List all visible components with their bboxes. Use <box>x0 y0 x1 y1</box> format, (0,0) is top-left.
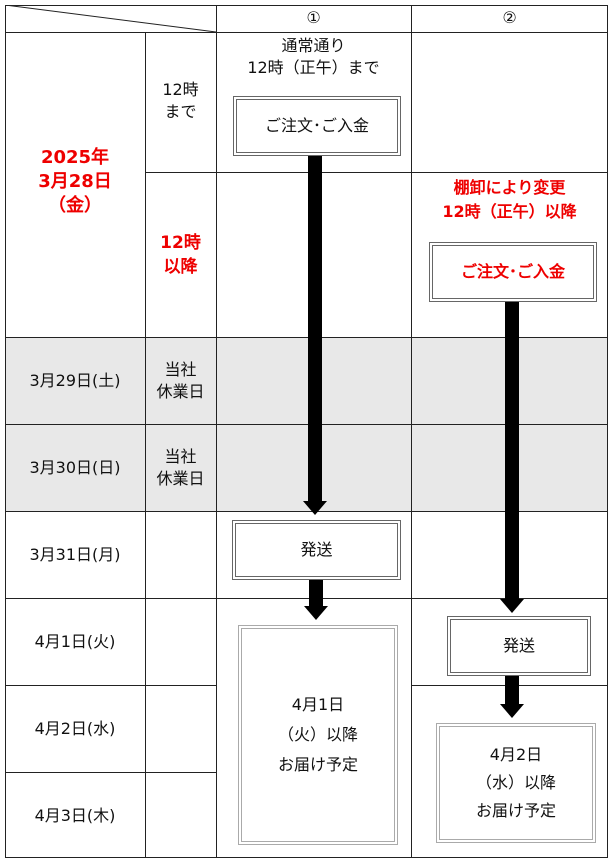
flow1-ship-label: 発送 <box>300 540 333 559</box>
flow2-order-box: ご注文･ご入金 <box>429 242 597 302</box>
flow2-order-label: ご注文･ご入金 <box>460 262 565 281</box>
flow1-caption: 通常通り 12時（正午）まで <box>247 36 380 77</box>
flow2-delivery-text: 4月2日 （水）以降 お届け予定 <box>475 745 556 820</box>
flow1-ship-box: 発送 <box>232 520 401 580</box>
holiday-note-sat: 当社 休業日 <box>156 360 205 401</box>
after-noon-label: 12時 以降 <box>160 233 201 277</box>
date-0329: 3月29日(土) <box>29 371 121 390</box>
flow1-order-box: ご注文･ご入金 <box>233 96 401 156</box>
date-0401: 4月1日(火) <box>34 632 116 651</box>
flow2-ship-label: 発送 <box>502 636 535 655</box>
column-header-2: ② <box>502 8 517 27</box>
date-0402: 4月2日(水) <box>34 719 116 738</box>
holiday-note-sun: 当社 休業日 <box>156 447 205 488</box>
date-0330: 3月30日(日) <box>29 458 121 477</box>
flow1-order-label: ご注文･ご入金 <box>264 116 369 135</box>
before-noon-label: 12時 まで <box>162 80 199 121</box>
diagonal-line <box>5 5 217 33</box>
flow2-delivery-box: 4月2日 （水）以降 お届け予定 <box>436 723 596 843</box>
flow1-delivery-box: 4月1日 （火）以降 お届け予定 <box>238 625 398 845</box>
flow1-arrow-to-ship <box>308 156 322 502</box>
column-header-1: ① <box>306 8 321 27</box>
flow1-delivery-text: 4月1日 （火）以降 お届け予定 <box>277 695 358 774</box>
date-2025-03-28: 2025年 3月28日 （金） <box>38 147 112 216</box>
flow1-arrow-to-delivery <box>309 580 323 607</box>
date-0331: 3月31日(月) <box>29 545 121 564</box>
flow2-arrow-to-delivery <box>505 676 519 705</box>
flow2-arrow-to-ship <box>505 302 519 600</box>
date-0403: 4月3日(木) <box>34 806 116 825</box>
flow2-ship-box: 発送 <box>447 616 591 676</box>
flow2-caption: 棚卸により変更 12時（正午）以降 <box>442 178 577 221</box>
